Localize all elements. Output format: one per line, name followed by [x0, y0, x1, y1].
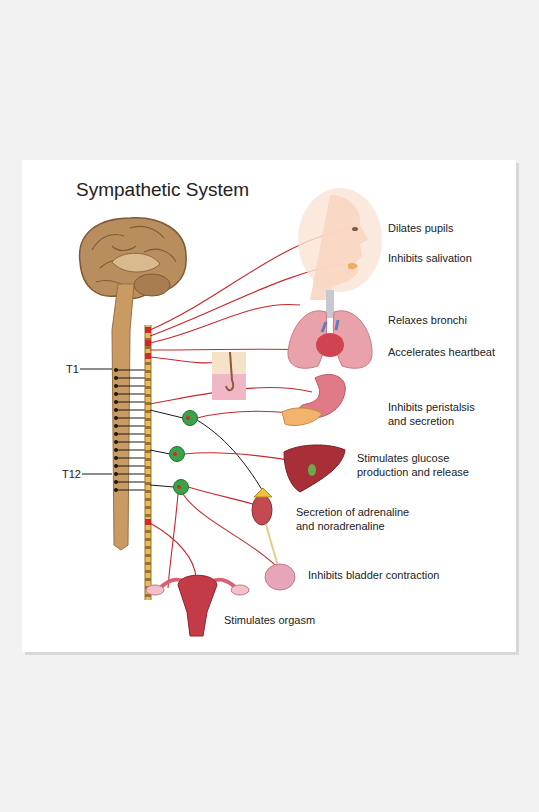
organ-label: Inhibits peristalsis and secretion: [388, 400, 496, 428]
ganglion-dot: [186, 416, 190, 420]
kidney: [252, 495, 272, 525]
mouth: [348, 263, 358, 269]
skin-patch: [212, 352, 246, 400]
nerve-roots: [114, 370, 118, 490]
ovary: [146, 585, 164, 595]
heart: [316, 333, 344, 357]
hair-follicle: [226, 352, 233, 390]
organ-label: Stimulates orgasm: [224, 613, 315, 627]
pancreas: [282, 408, 322, 426]
spinal-cord: [112, 284, 134, 550]
ovary: [231, 585, 249, 595]
organ-label: T1: [66, 362, 79, 376]
cerebellum: [134, 274, 170, 296]
organ-label: Stimulates glucose production and releas…: [357, 451, 482, 479]
organ-label: T12: [62, 467, 81, 481]
leader-line: [80, 369, 112, 370]
preganglionic-fibers: [150, 410, 264, 493]
chain-marker: [145, 519, 151, 525]
organ-label: Relaxes bronchi: [388, 313, 467, 327]
gallbladder: [308, 464, 316, 476]
organ-label: Accelerates heartbeat: [388, 345, 495, 359]
organ-label: Inhibits bladder contraction: [308, 568, 439, 582]
chain-marker: [145, 353, 151, 359]
adrenal-gland: [254, 488, 272, 497]
uterus: [178, 575, 217, 636]
organ-label: Inhibits salivation: [388, 251, 472, 265]
ganglion: [174, 480, 189, 495]
organ-label: Secretion of adrenaline and noradrenalin…: [296, 505, 420, 533]
chain-ganglia: [146, 325, 151, 600]
eye: [352, 227, 358, 231]
sympathetic-chain: [145, 325, 152, 600]
organ-label: Dilates pupils: [388, 221, 453, 235]
ganglion: [183, 411, 198, 426]
face-profile: [310, 195, 368, 300]
spinal-nerves: [116, 370, 148, 490]
heart-vessels: [322, 320, 338, 332]
ganglion-dot: [177, 485, 181, 489]
liver: [284, 445, 345, 492]
diagram-title: Sympathetic System: [76, 178, 249, 202]
leader-line: [82, 474, 112, 475]
brain-section: [112, 253, 160, 272]
dermis: [212, 374, 246, 400]
ganglion-dot: [173, 452, 177, 456]
bladder: [265, 564, 295, 590]
trachea: [326, 290, 334, 318]
card: [22, 160, 516, 652]
ureter: [266, 524, 278, 566]
ganglion: [170, 447, 185, 462]
